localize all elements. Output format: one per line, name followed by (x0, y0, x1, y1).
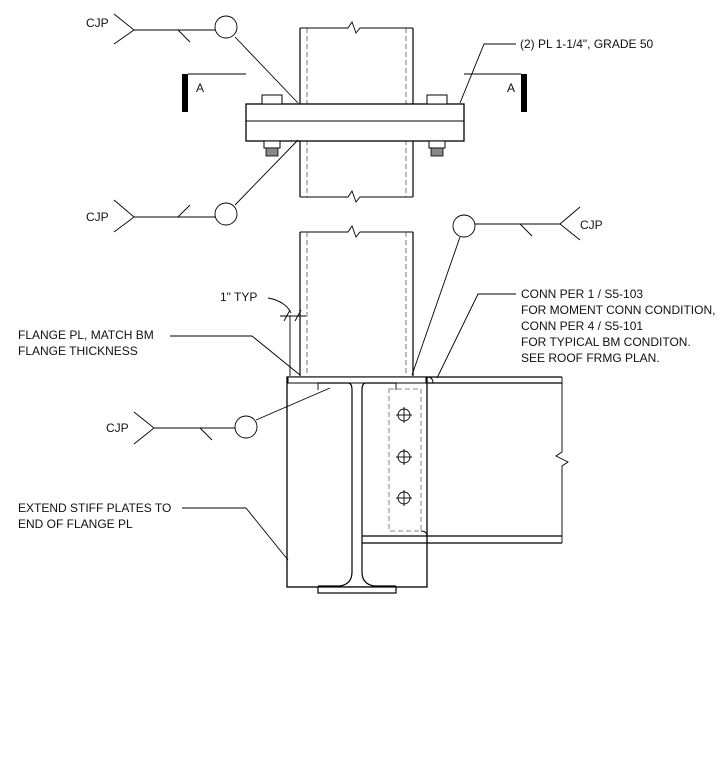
conn-note-line-5: SEE ROOF FRMG PLAN. (521, 351, 660, 365)
bolt-3 (396, 490, 412, 506)
lower-column (299, 225, 414, 376)
flange-note-line-2: FLANGE THICKNESS (18, 344, 138, 358)
shear-tab (388, 388, 422, 532)
cjp-label-4: CJP (106, 421, 129, 435)
cjp-label-1: CJP (86, 16, 109, 30)
bolt-1 (396, 407, 412, 423)
stiff-note-line-1: EXTEND STIFF PLATES TO (18, 501, 171, 515)
plate-note: (2) PL 1-1/4", GRADE 50 (520, 37, 654, 51)
weld-symbol-cjp-1: CJP (86, 13, 299, 104)
conn-note-line-2: FOR MOMENT CONN CONDITION, (521, 303, 715, 317)
stiff-note-line-2: END OF FLANGE PL (18, 517, 133, 531)
section-label-left: A (196, 81, 204, 95)
weld-symbol-cjp-2: CJP (86, 139, 299, 233)
splice-plates (245, 94, 465, 157)
cjp-label-2: CJP (86, 210, 109, 224)
typ-note: 1" TYP (220, 290, 257, 304)
section-marker-left: A (182, 73, 246, 112)
weld-symbol-cjp-3: CJP (411, 206, 603, 376)
cjp-label-3: CJP (580, 218, 603, 232)
section-label-right: A (507, 81, 515, 95)
conn-note-line-1: CONN PER 1 / S5-103 (521, 287, 643, 301)
bolt-2 (396, 449, 412, 465)
column-i-section (317, 382, 397, 587)
beam (362, 376, 569, 544)
conn-note-line-3: CONN PER 4 / S5-101 (521, 319, 643, 333)
section-marker-right: A (464, 73, 527, 112)
flange-note-line-1: FLANGE PL, MATCH BM (18, 328, 154, 342)
typ-dimension: 1" TYP (220, 290, 306, 376)
weld-symbol-cjp-4: CJP (106, 387, 331, 445)
conn-note-line-4: FOR TYPICAL BM CONDITON. (521, 335, 691, 349)
